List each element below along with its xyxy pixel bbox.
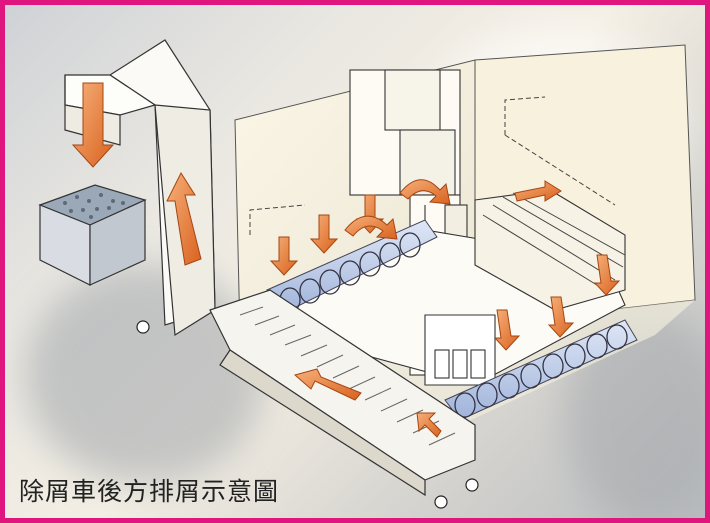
caster-wheel-icon [136,320,479,509]
chip-conveyor-diagram [38,39,696,509]
diagram-caption: 除屑車後方排屑示意圖 [19,477,280,506]
auger-screw-icon [266,219,438,316]
flow-arrow-icon [71,82,621,438]
background-shadow [25,265,265,485]
chip-conveyor [64,39,476,497]
chip-bin-icon [38,184,147,286]
